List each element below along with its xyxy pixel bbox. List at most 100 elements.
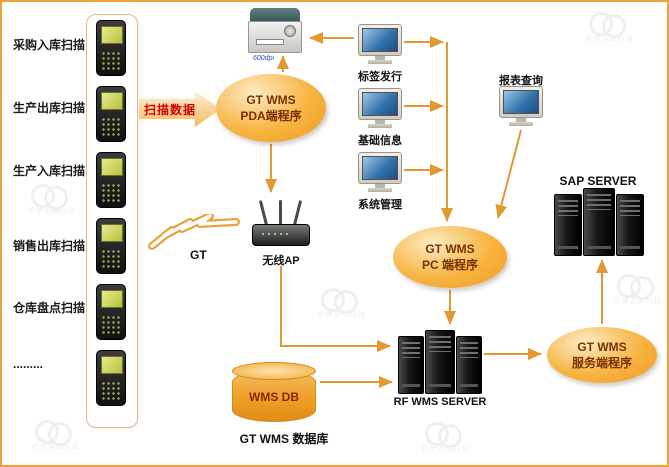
pc-program-line1: GT WMS — [425, 241, 475, 256]
pda-device — [96, 86, 126, 142]
computer-base-info-icon — [358, 88, 402, 130]
pda-device — [96, 218, 126, 274]
pda-keypad — [101, 315, 121, 335]
pda-keypad — [101, 381, 121, 401]
server-drive — [620, 246, 640, 249]
sap-server-tower — [616, 194, 644, 256]
monitor-neck — [375, 184, 385, 188]
watermark: 织梦条码科技 — [32, 420, 80, 452]
computer-label-issue-icon — [358, 24, 402, 66]
scan-type-production-inbound: 生产入库扫描 — [13, 164, 86, 178]
watermark: 织梦条码科技 — [614, 274, 662, 306]
monitor-neck — [375, 120, 385, 124]
server-drive — [558, 246, 578, 249]
ap-leds — [260, 232, 290, 236]
pda-program-node: GT WMS PDA端程序 — [216, 74, 326, 142]
watermark-logo-icon — [617, 274, 654, 300]
rf-server-tower — [425, 330, 455, 394]
pc-program-node: GT WMS PC 端程序 — [393, 226, 507, 288]
arrow-report-to-pc-program — [495, 129, 522, 219]
scan-type-purchase-inbound: 采购入库扫描 — [13, 38, 86, 52]
rf-server-tower — [456, 336, 482, 394]
watermark-logo-icon — [321, 288, 358, 314]
rf-server-tower — [398, 336, 424, 394]
computer-sys-mgmt-label: 系统管理 — [358, 199, 402, 211]
server-vents — [429, 336, 451, 352]
computer-sys-mgmt-icon — [358, 152, 402, 194]
pda-keypad — [101, 117, 121, 137]
sap-server-label: SAP SERVER — [559, 174, 637, 188]
watermark: 织梦条码科技 — [422, 422, 470, 454]
wms-db-label: WMS DB — [249, 390, 299, 404]
printer-label-slot — [256, 39, 284, 45]
server-vents — [558, 200, 578, 216]
barcode-printer-icon: 600dpi — [248, 8, 302, 62]
watermark-text: 织梦条码科技 — [28, 208, 76, 215]
pda-keypad — [101, 183, 121, 203]
service-program-node: GT WMS 服务端程序 — [547, 327, 657, 383]
watermark-logo-icon — [31, 184, 68, 210]
monitor-neck — [375, 56, 385, 60]
pda-screen — [101, 26, 123, 44]
pda-device — [96, 350, 126, 406]
pda-device — [96, 20, 126, 76]
monitor-neck — [516, 118, 526, 122]
server-drive — [402, 384, 420, 387]
wms-db-caption: GT WMS 数据库 — [239, 432, 329, 446]
pda-screen — [101, 290, 123, 308]
monitor-base — [368, 124, 392, 128]
watermark-text: 织梦条码科技 — [586, 36, 634, 43]
monitor-screen — [362, 92, 398, 116]
scan-type-stocktake: 仓库盘点扫描 — [13, 301, 86, 315]
server-drive — [587, 246, 611, 249]
server-drive — [429, 384, 451, 387]
watermark-text: 织梦条码科技 — [614, 298, 662, 305]
scan-type-sales-outbound: 销售出库扫描 — [13, 239, 86, 253]
wireless-ap-label: 无线AP — [262, 255, 300, 267]
scan-data-arrow: 扫描数据 — [139, 91, 221, 127]
pda-keypad — [101, 249, 121, 269]
watermark-logo-icon — [35, 420, 72, 446]
monitor-base — [368, 60, 392, 64]
scan-type-production-outbound: 生产出库扫描 — [13, 101, 86, 115]
sap-server-tower — [554, 194, 582, 256]
monitor-base — [368, 188, 392, 192]
computer-report-label: 报表查询 — [499, 75, 543, 87]
service-program-line1: GT WMS — [577, 339, 627, 354]
gt-link-label: GT — [190, 248, 207, 262]
db-top — [232, 362, 316, 380]
service-program-line2: 服务端程序 — [571, 356, 632, 370]
computer-report-icon — [499, 86, 543, 128]
pda-device — [96, 284, 126, 340]
monitor-screen — [503, 90, 539, 114]
pda-screen — [101, 224, 123, 242]
watermark-logo-icon — [425, 422, 462, 448]
monitor-base — [509, 122, 533, 126]
wireless-link-bolt-icon — [148, 214, 240, 250]
rf-server-label: RF WMS SERVER — [393, 396, 487, 408]
server-drive — [460, 384, 478, 387]
server-vents — [402, 342, 420, 358]
watermark-logo-icon — [589, 12, 626, 38]
watermark: 织梦条码科技 — [586, 12, 634, 44]
watermark: 织梦条码科技 — [318, 288, 365, 320]
sap-server-tower — [583, 188, 615, 256]
printer-lid — [250, 8, 300, 22]
printer-dpi-badge: 600dpi — [253, 55, 275, 62]
wms-db-cylinder: WMS DB — [232, 362, 316, 422]
server-vents — [587, 194, 611, 210]
scan-type-ellipsis: ......... — [13, 357, 44, 371]
server-vents — [620, 200, 640, 216]
pda-program-line1: GT WMS — [246, 92, 296, 107]
watermark-text: 织梦条码科技 — [422, 446, 470, 453]
computer-base-info-label: 基础信息 — [358, 135, 402, 147]
wireless-ap-icon — [252, 198, 310, 250]
pda-device — [96, 152, 126, 208]
server-vents — [460, 342, 478, 358]
pda-keypad — [101, 51, 121, 71]
pc-program-line2: PC 端程序 — [421, 258, 478, 272]
pda-screen — [101, 92, 123, 110]
ap-antenna — [258, 200, 269, 226]
watermark-text: 织梦条码科技 — [32, 444, 80, 451]
pda-screen — [101, 356, 123, 374]
